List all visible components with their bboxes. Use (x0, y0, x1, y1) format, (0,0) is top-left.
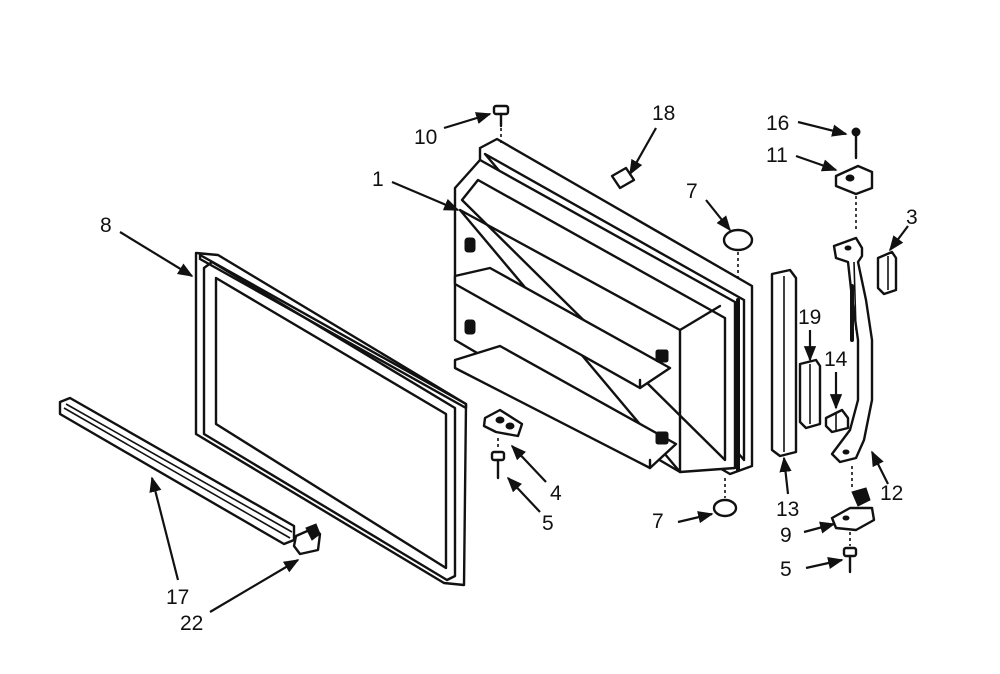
hinge-bracket-small (482, 408, 524, 438)
callout-10: 10 (414, 126, 437, 149)
callout-7-top: 7 (686, 180, 698, 203)
callout-22: 22 (180, 612, 203, 635)
callout-7-bottom: 7 (652, 510, 664, 533)
callout-14: 14 (824, 348, 848, 371)
clip (824, 408, 850, 434)
door-stop-strip (770, 268, 798, 458)
callout-11: 11 (766, 144, 788, 167)
screw-right (842, 532, 858, 574)
spacer (798, 358, 822, 430)
screw-top (492, 104, 510, 144)
screw-left (490, 438, 506, 480)
plug-button-top (722, 228, 754, 282)
end-cap (292, 523, 322, 556)
handle-insert (876, 250, 898, 296)
callout-12: 12 (880, 482, 903, 505)
callout-1: 1 (372, 168, 384, 191)
callout-17: 17 (166, 586, 189, 609)
callout-4: 4 (550, 482, 562, 505)
callout-labels: 10 1 18 7 8 3 16 11 19 14 13 12 9 5 7 4 … (100, 102, 918, 635)
label-plate (610, 166, 636, 190)
callout-5-left: 5 (542, 512, 554, 535)
callout-8: 8 (100, 214, 112, 237)
door-gasket (194, 251, 468, 587)
screw-top-right (851, 127, 861, 160)
callout-19: 19 (798, 306, 821, 329)
callout-3: 3 (906, 206, 918, 229)
callout-9: 9 (780, 524, 792, 547)
top-hinge (834, 164, 874, 232)
door-liner (453, 137, 754, 476)
bottom-hinge (830, 466, 876, 532)
callout-5-right: 5 (780, 558, 792, 581)
callout-16: 16 (766, 112, 789, 135)
callout-18: 18 (652, 102, 675, 125)
callout-13: 13 (776, 498, 799, 521)
leader-lines (119, 112, 909, 613)
door-handle (830, 236, 874, 464)
plug-button-bottom (712, 478, 738, 518)
